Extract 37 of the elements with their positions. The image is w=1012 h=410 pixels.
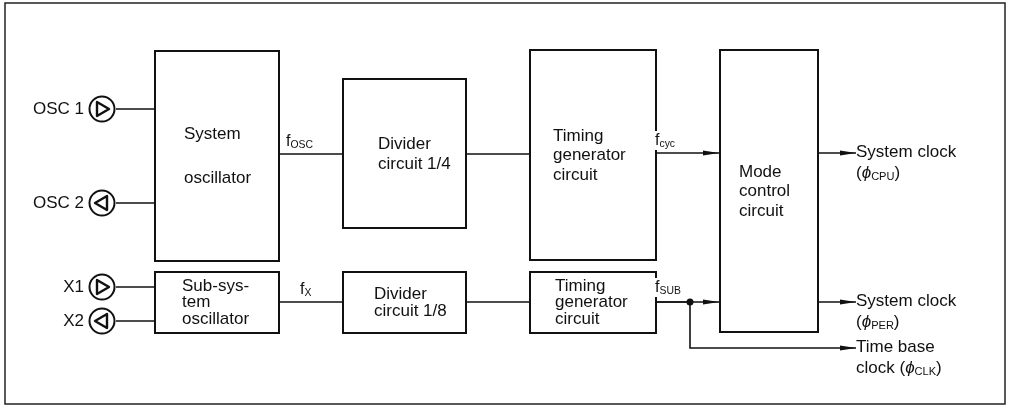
circuit-block (719, 49, 819, 333)
block-label: Timing generator circuit (553, 125, 627, 185)
output-label: Time base clock (ϕ$_{CLK}$) (856, 336, 943, 380)
pin-label: OSC 2 (32, 193, 84, 213)
circuit-block (529, 49, 657, 261)
output-label: System clock (ϕ$_{PER}$) (856, 290, 958, 334)
arrow (656, 301, 857, 351)
block-label: Timing generator circuit (555, 278, 629, 327)
connector-line (115, 108, 155, 110)
edge-label: f$_{X}$ (299, 280, 313, 299)
edge-label: f$_{SUB}$ (654, 278, 682, 297)
connector-line (115, 202, 155, 204)
block-label: Divider circuit 1/8 (374, 286, 448, 319)
circuit-block (154, 50, 280, 262)
edge-label: f$_{OSC}$ (285, 132, 314, 151)
pin-label: X2 (63, 311, 84, 331)
output-label: System clock (ϕ$_{CPU}$) (856, 141, 958, 185)
pin-label: X1 (63, 277, 84, 297)
arrow (656, 150, 720, 156)
connector-line (466, 153, 530, 155)
pin-label: OSC 1 (32, 99, 84, 119)
connector-line (115, 286, 155, 288)
connector-line (466, 301, 530, 303)
circuit-block (342, 78, 467, 229)
connector-line (279, 301, 343, 303)
edge-label: f$_{cyc}$ (654, 131, 677, 150)
connector-line (279, 153, 343, 155)
circuit-block (342, 271, 467, 334)
block-label: System oscillator (184, 122, 253, 189)
arrow (818, 299, 857, 305)
connector-line (115, 320, 155, 322)
block-label: Mode control circuit (739, 161, 792, 221)
block-label: Divider circuit 1/4 (378, 133, 452, 174)
block-label: Sub-sys- tem oscillator (182, 278, 251, 327)
arrow (818, 150, 857, 156)
circuit-block (529, 271, 657, 334)
circuit-block (154, 271, 280, 334)
